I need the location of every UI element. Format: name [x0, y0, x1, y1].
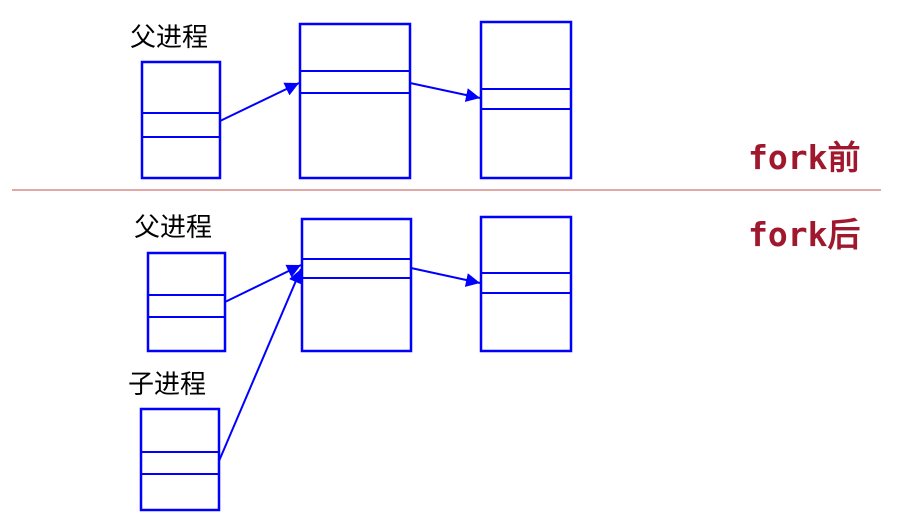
arrow-parent-to-table-after [224, 264, 302, 303]
file-table-box-after [300, 217, 413, 353]
child-pcb-box [139, 407, 221, 512]
arrow-parent-to-table-before [219, 82, 300, 122]
inode-box-before [479, 20, 573, 180]
phase-label-after: fork后 [748, 215, 860, 254]
phase-label-before: fork前 [748, 138, 860, 177]
arrow-table-to-inode-before [409, 82, 481, 102]
parent-process-label-before: 父进程 [130, 23, 208, 53]
arrow-table-to-inode-after [410, 267, 481, 287]
parent-process-label-after: 父进程 [134, 213, 212, 243]
child-process-label: 子进程 [128, 370, 206, 400]
parent-pcb-box-before [140, 60, 222, 180]
file-table-box-before [298, 22, 412, 180]
parent-pcb-box-after [146, 251, 227, 353]
inode-box-after [479, 215, 573, 353]
arrow-child-to-table-after [218, 268, 302, 462]
